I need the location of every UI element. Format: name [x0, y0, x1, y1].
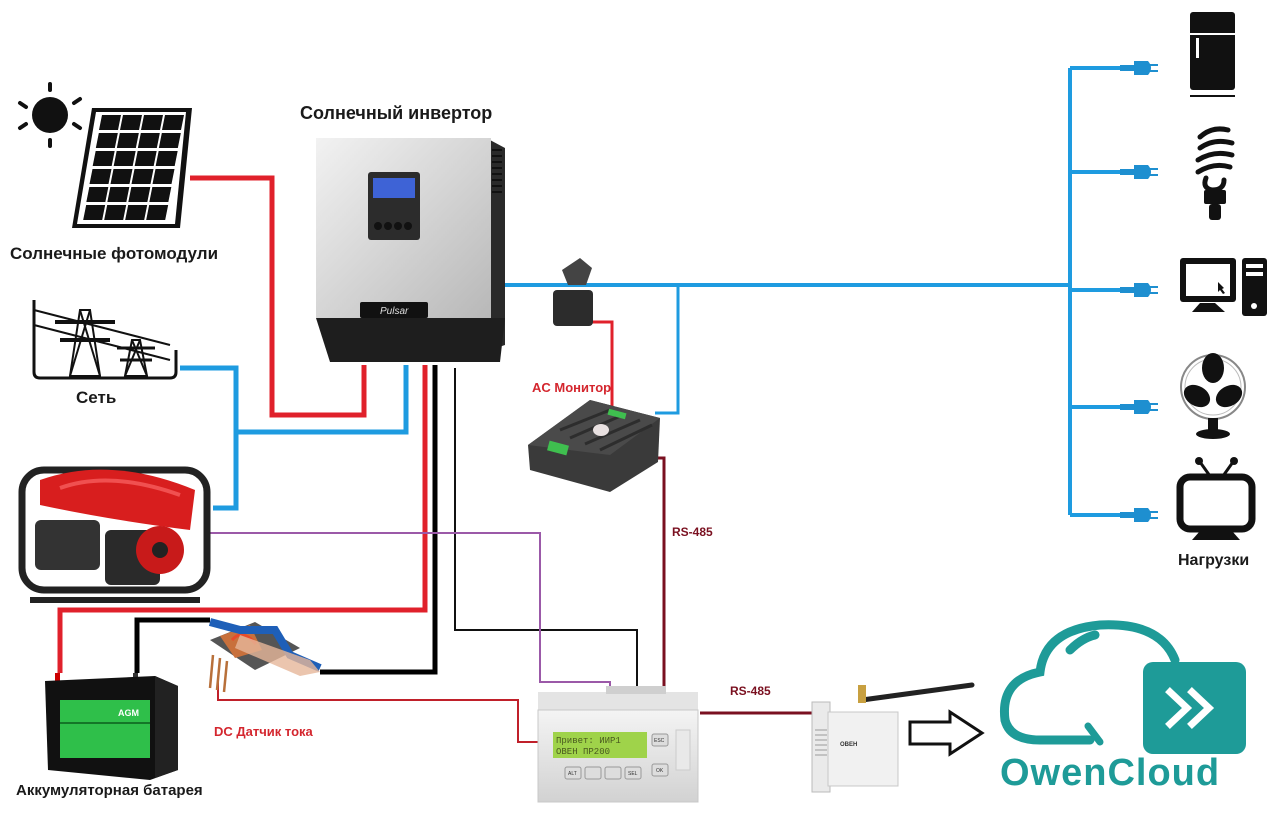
plc-button-up[interactable] [584, 766, 602, 780]
solar-inverter-image: Pulsar [316, 138, 505, 362]
refrigerator-icon [1190, 12, 1235, 97]
plc-button-esc-label: ESC [654, 738, 665, 744]
battery-image: AGM [45, 673, 178, 780]
plc-button-alt[interactable] [564, 766, 582, 780]
plc-button-down[interactable] [604, 766, 622, 780]
current-clamp-image [553, 258, 593, 326]
solar-cell [116, 133, 139, 148]
plug-icon-lamp [1120, 165, 1158, 179]
solar-panels-label: Солнечные фотомодули [10, 244, 219, 263]
wire-generator-signal [205, 532, 611, 692]
inverter-brand: Pulsar [380, 306, 409, 317]
plug-icon-fan [1120, 400, 1158, 414]
plug-icon-computer [1120, 283, 1158, 297]
plc-lcd-line2: ОВЕН ПР200 [556, 747, 610, 757]
solar-cell [89, 169, 112, 184]
battery-label: Аккумуляторная батарея [16, 782, 203, 799]
solar-cell [134, 151, 157, 166]
arrow-to-cloud-icon [908, 709, 985, 757]
tv-icon [1176, 457, 1256, 540]
inverter-label: Солнечный инвертор [300, 103, 493, 123]
grid-label: Сеть [76, 388, 117, 407]
owencloud-wordmark: OwenCloud [1000, 752, 1221, 794]
solar-cell [110, 169, 133, 184]
dc-current-sensor-image [208, 618, 322, 693]
rs485-label-vertical: RS-485 [672, 525, 713, 539]
wire-battery-negative [134, 617, 210, 673]
owencloud-logo [999, 620, 1246, 754]
solar-cell [99, 115, 121, 130]
solar-cell [146, 205, 169, 220]
plc-button-sel-label: SEL [628, 771, 638, 777]
solar-cell [162, 115, 184, 130]
wire-ct-clamp [590, 320, 614, 412]
battery-badge: AGM [118, 708, 139, 718]
wire-battery-positive [57, 365, 428, 673]
wire-dc-sensor-out [320, 365, 438, 675]
plc-controller-image: Привет: ИИР1 ОВЕН ПР200 ESC OK ALT SEL [537, 686, 699, 803]
wire-ac-input [236, 365, 409, 435]
plc-button-sel[interactable] [624, 766, 642, 780]
solar-cell [128, 187, 151, 202]
wire-rs485-monitor [652, 456, 666, 692]
plc-button-ok[interactable] [651, 763, 669, 777]
light-bulb-icon [1195, 126, 1235, 220]
solar-cell [104, 205, 127, 220]
forward-icon-box [1143, 662, 1246, 754]
cloud-icon [999, 620, 1180, 725]
wires [57, 66, 1125, 743]
wire-grid-ac [180, 365, 239, 511]
wire-solar-dc [190, 175, 367, 418]
solar-cell [158, 133, 181, 148]
ac-monitor-label: AC Монитор [532, 380, 612, 395]
solar-cell [141, 115, 163, 130]
plc-lcd-line1: Привет: ИИР1 [556, 736, 621, 746]
dc-sensor-label: DC Датчик тока [214, 724, 313, 739]
loads-label: Нагрузки [1178, 552, 1250, 569]
fan-icon [1180, 353, 1246, 439]
solar-cell [113, 151, 136, 166]
wire-dc-sensor-signal [217, 680, 540, 743]
solar-cell [95, 133, 118, 148]
generator-image [18, 466, 211, 603]
gsm-gateway-image: OBEH [811, 682, 975, 793]
rs485-label-horizontal: RS-485 [730, 684, 771, 698]
gateway-brand: OBEH [840, 742, 857, 748]
inverter-brand-plate [360, 302, 428, 318]
solar-panel-icon [72, 108, 192, 228]
ac-monitor-image [528, 400, 660, 492]
solar-cell [92, 151, 115, 166]
wire-inverter-signal [454, 368, 638, 690]
plug-icon-tv [1120, 508, 1158, 522]
solar-cell [155, 151, 178, 166]
solar-cell [107, 187, 130, 202]
solar-cell [125, 205, 148, 220]
solar-cell [152, 169, 175, 184]
plc-button-esc[interactable] [651, 733, 669, 747]
solar-cell [86, 187, 109, 202]
computer-icon [1180, 258, 1267, 316]
plc-button-ok-label: OK [656, 768, 664, 774]
plug-icon-refrigerator [1120, 61, 1158, 75]
power-grid-icon [32, 300, 178, 380]
load-plugs [1120, 61, 1158, 522]
solar-cell [83, 205, 106, 220]
wire-ac-monitor-voltage [655, 285, 680, 415]
sun-icon [18, 82, 82, 148]
double-chevron-icon [1165, 687, 1215, 729]
solar-cell [149, 187, 172, 202]
plc-button-alt-label: ALT [568, 771, 577, 777]
solar-cell [131, 169, 154, 184]
solar-cell [120, 115, 142, 130]
solar-cell [137, 133, 160, 148]
